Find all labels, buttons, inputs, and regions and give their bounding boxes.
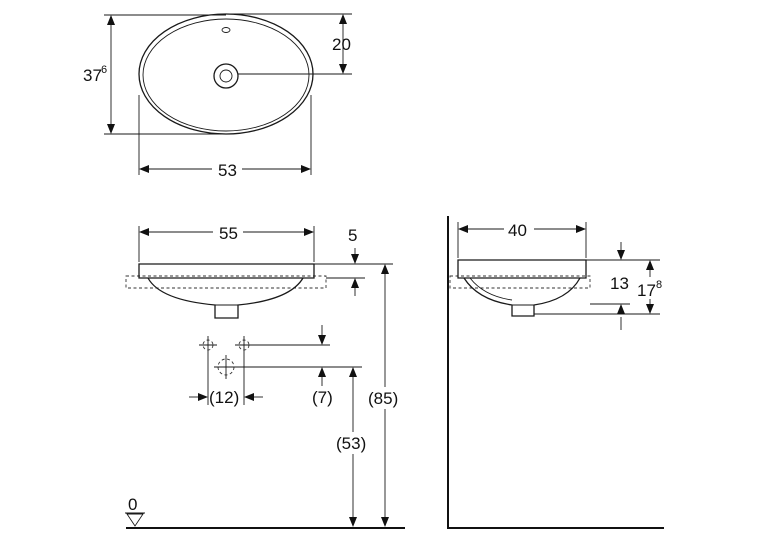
dim-waste-drop: (7) (312, 325, 333, 407)
basin-bowl-side (463, 277, 581, 317)
floor-level-label: 0 (128, 495, 137, 514)
countertop-front (125, 275, 327, 289)
dim-height-top-sup: 6 (101, 64, 107, 76)
dim-rim-height: 5 (326, 226, 365, 296)
dim-waste-spacing: (12) (189, 388, 263, 407)
dim-total-height: (85) (368, 264, 404, 527)
dim-total-side-sup: 8 (656, 279, 662, 291)
drain-inner (219, 69, 233, 83)
dim-height-top: 37 6 (83, 15, 115, 134)
dim-rim-height-label: 5 (348, 226, 357, 245)
dim-depth-side-label: 40 (508, 221, 527, 240)
drain-outer (213, 63, 239, 89)
dim-bowl-depth-label: 13 (610, 274, 629, 293)
floor-level-marker: 0 (125, 495, 145, 527)
dim-waste-height-label: (53) (336, 434, 366, 453)
dim-waste-height: (53) (336, 367, 372, 527)
dim-waste-drop-label: (7) (312, 388, 333, 407)
dim-width-front-label: 55 (219, 224, 238, 243)
basin-rim-side (457, 259, 587, 279)
dim-waste-spacing-label: (12) (209, 388, 239, 407)
overflow-hole (221, 27, 231, 33)
dim-depth-side: 40 (458, 218, 586, 240)
basin-bowl-front (147, 277, 304, 319)
countertop-side (449, 275, 591, 289)
dim-tap-offset: 20 (332, 14, 351, 74)
basin-rim-front (138, 263, 315, 279)
dim-total-height-label: (85) (368, 389, 398, 408)
dim-width-front: 55 (139, 221, 314, 243)
dim-width-top-label: 53 (218, 161, 237, 180)
dim-width-top: 53 (139, 158, 311, 180)
top-view: 37 6 20 53 (83, 13, 352, 180)
side-view: 40 13 17 8 (447, 216, 665, 529)
dim-bowl-depth: 13 (590, 242, 630, 330)
dim-total-side-label: 17 (637, 281, 656, 300)
dim-total-side: 17 8 (635, 260, 665, 314)
dim-height-top-label: 37 (83, 66, 102, 85)
dim-tap-offset-label: 20 (332, 35, 351, 54)
basin-rim-inner-top (142, 18, 310, 132)
waste-fittings (199, 336, 253, 379)
front-view: 55 5 (12) (7) (125, 221, 405, 529)
